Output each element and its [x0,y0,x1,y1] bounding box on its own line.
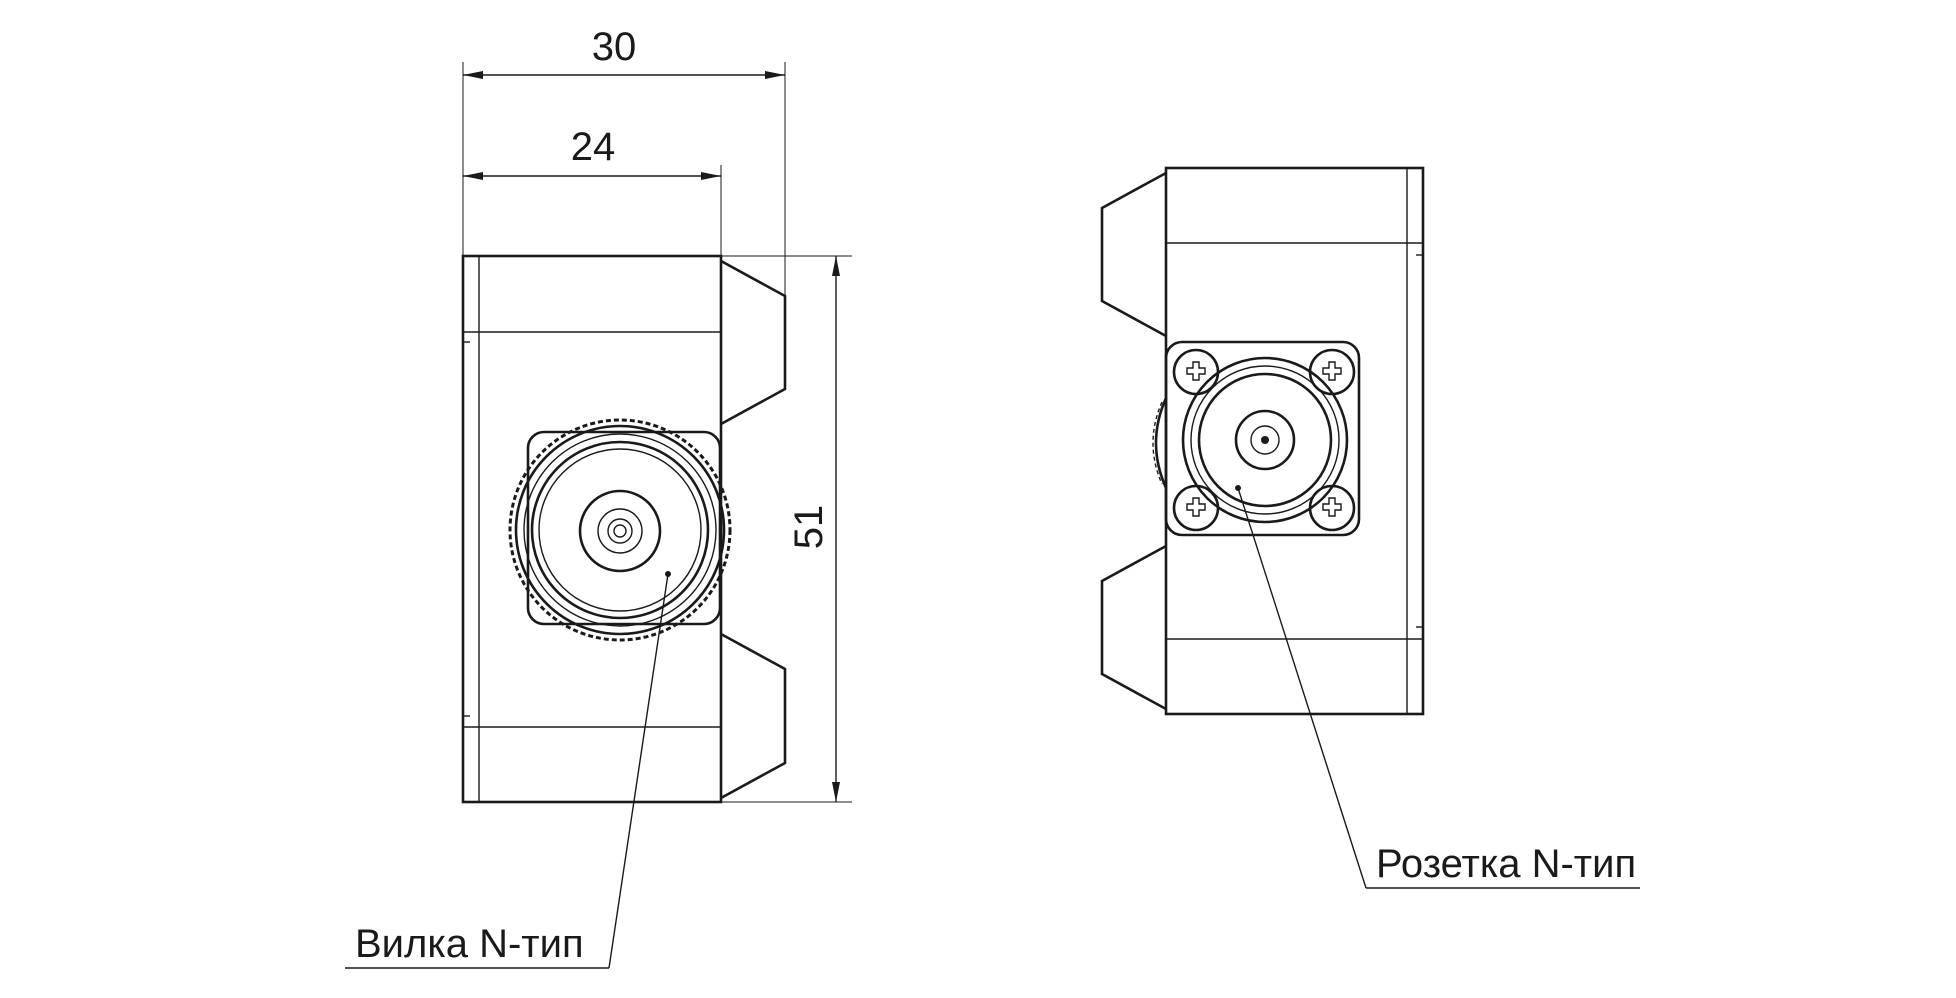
dimensions: 30 24 51 [462,25,852,803]
socket-outer-ring [1181,356,1349,524]
socket-center-contact [1234,409,1296,471]
plug-view [461,254,787,804]
plug-label: Вилка N-тип [355,922,584,966]
plug-center-pin [578,489,662,573]
dimension-24-label: 24 [571,125,616,169]
annotations: Вилка N-тип Розетка N-тип [345,487,1640,969]
socket-view-upper-tab [1100,171,1167,338]
plug-view-body [461,254,723,804]
plug-view-upper-tab [720,259,787,426]
dimension-51-label: 51 [787,505,831,550]
socket-view [1100,166,1425,716]
dimension-30-label: 30 [592,25,637,69]
plug-coupling-nut [508,418,732,642]
socket-leader-line [1237,487,1367,889]
socket-view-lower-tab [1100,544,1167,711]
socket-flange [1164,340,1361,537]
plug-view-lower-tab [720,632,787,800]
socket-label: Розетка N-тип [1376,842,1636,886]
plug-flange [526,430,722,626]
plug-leader-line [608,573,669,969]
